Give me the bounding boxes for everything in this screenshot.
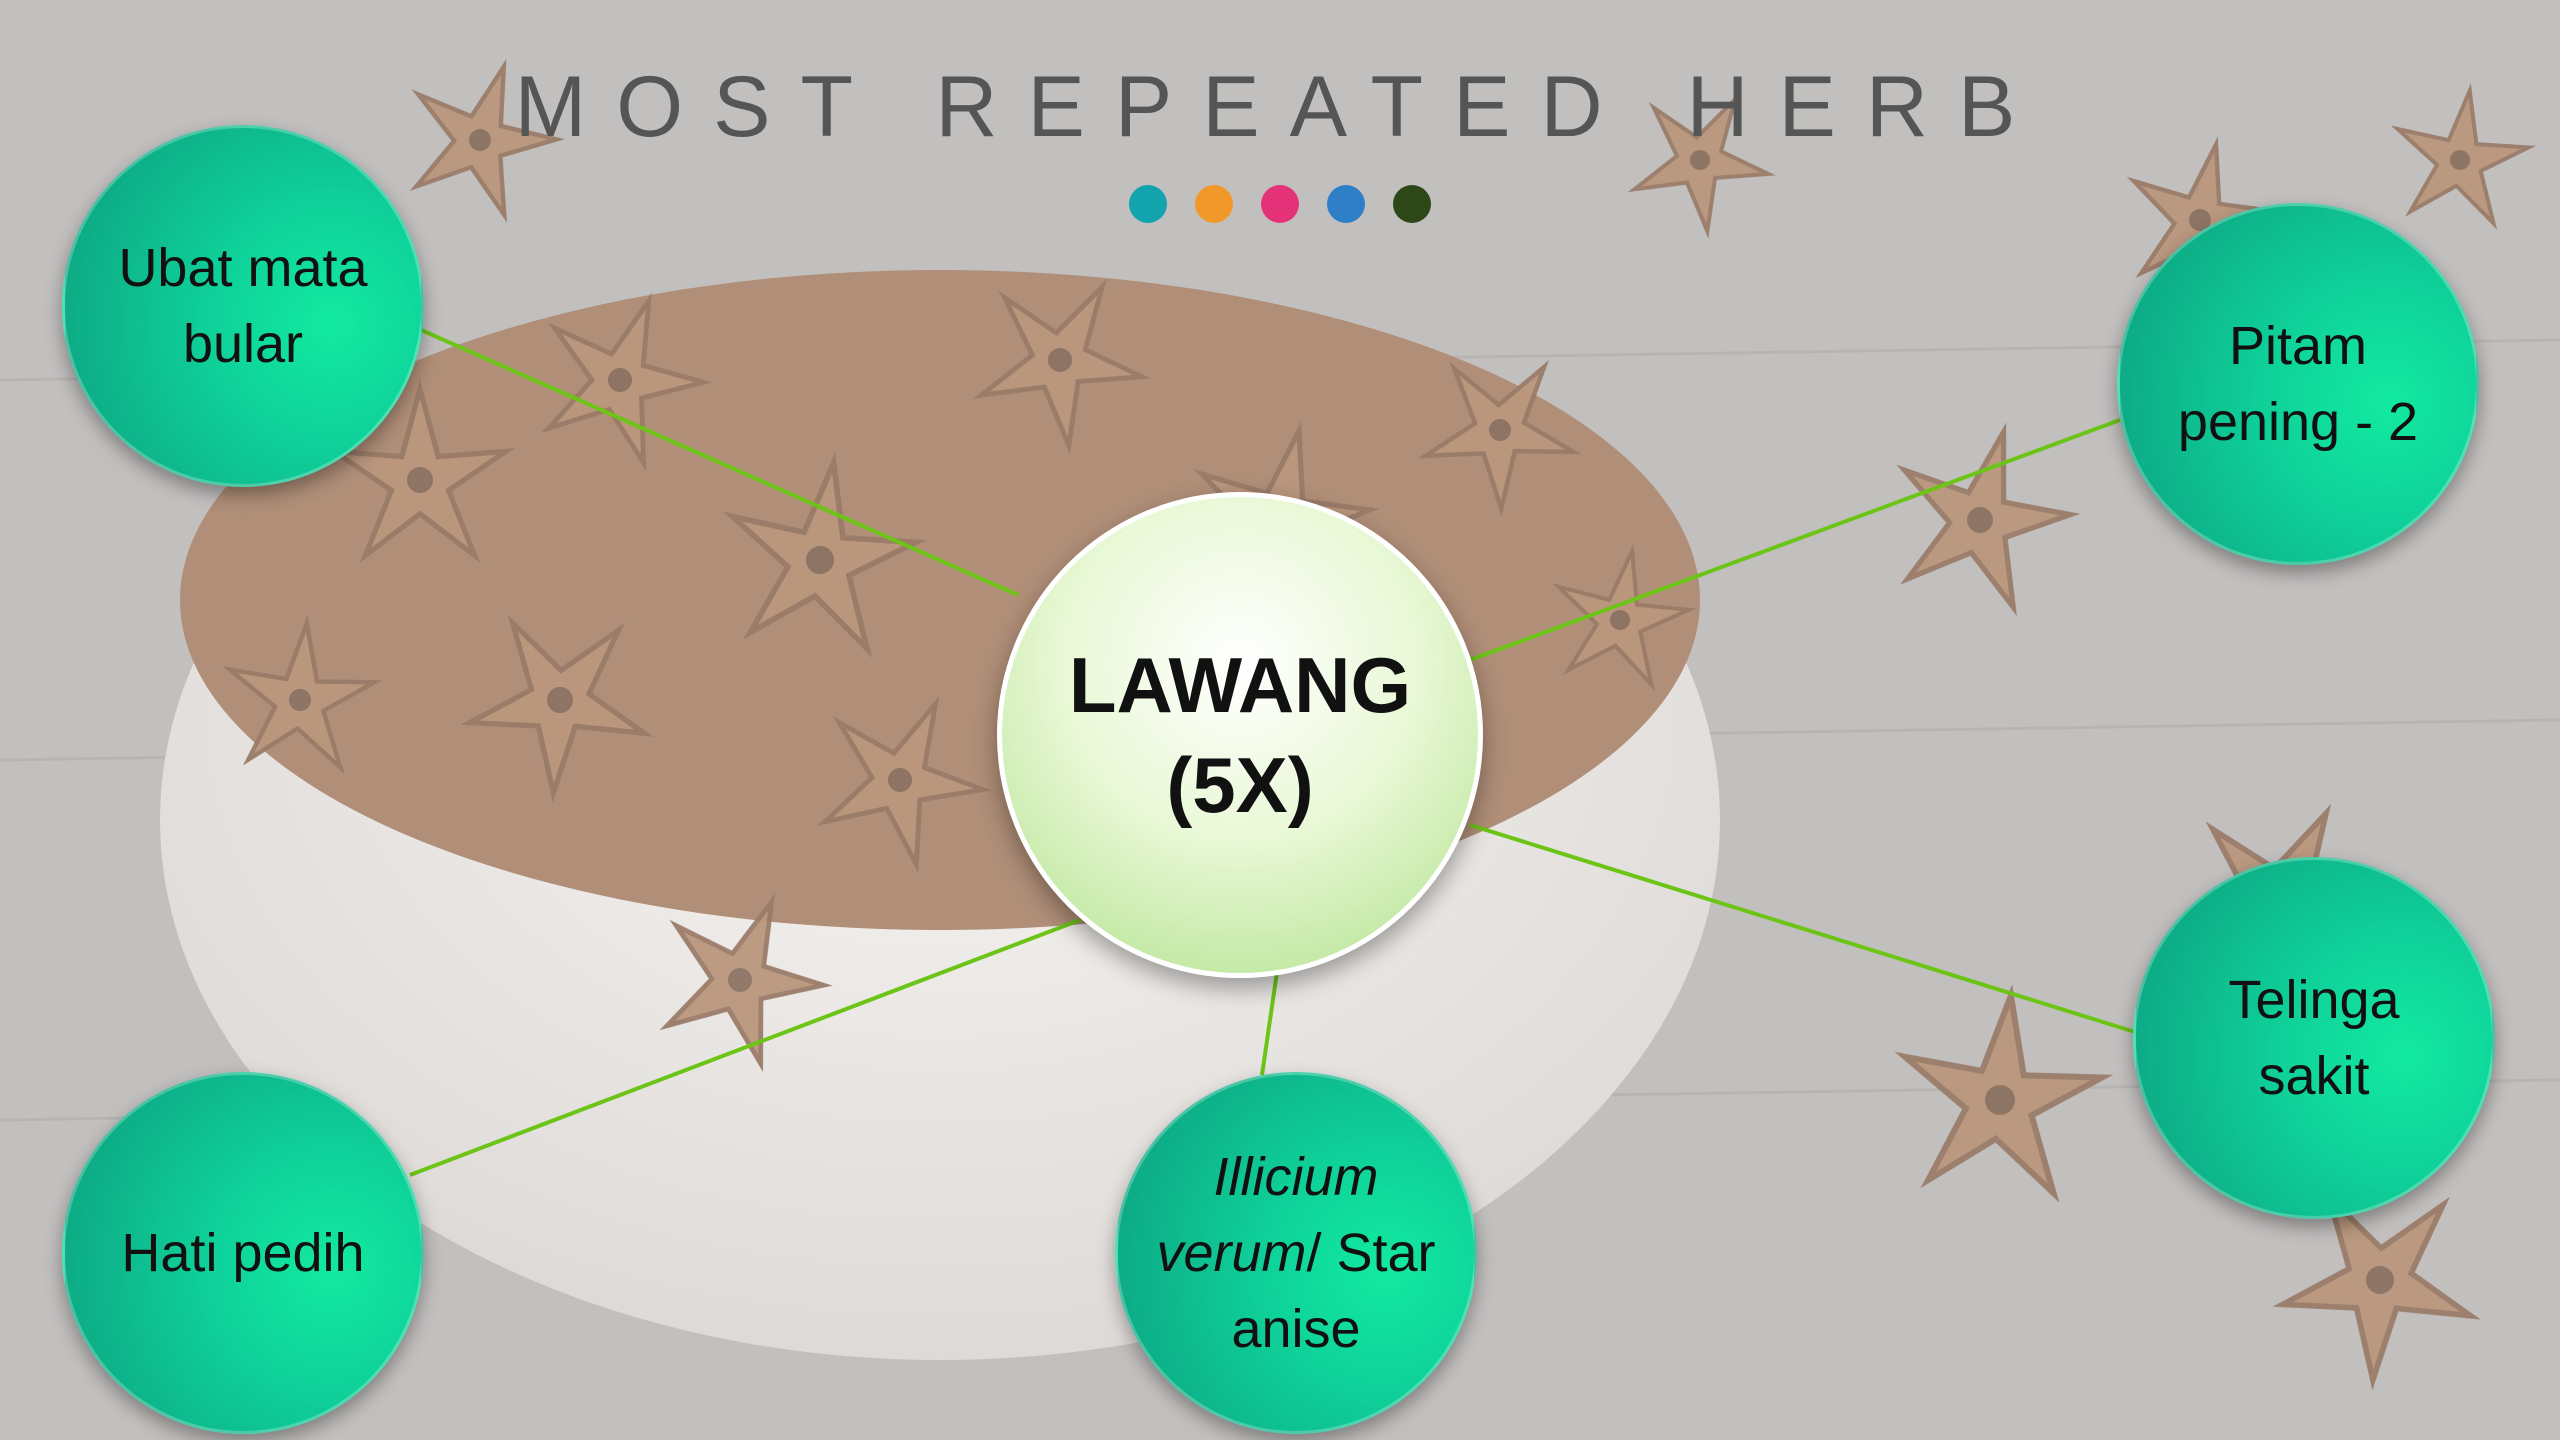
node-label: Hati pedih <box>121 1223 365 1283</box>
connector-ubat <box>409 323 1019 597</box>
center-count: (5X) <box>1166 741 1314 829</box>
node-pitam-pening: Pitam pening - 2 <box>2117 203 2479 565</box>
node-label: Illicium verum/ Star anise <box>1118 1139 1474 1367</box>
title-dot-4 <box>1327 185 1365 223</box>
title-dot-1 <box>1129 185 1167 223</box>
slide-title: MOST REPEATED HERB <box>514 59 2046 155</box>
node-label-italic: Illicium verum <box>1156 1147 1379 1283</box>
title-dot-row <box>1120 185 1440 225</box>
node-label: Pitam pening - 2 <box>2177 316 2419 452</box>
connector-illicium <box>1260 964 1280 1076</box>
connector-pitam <box>1469 418 2121 662</box>
node-telinga-sakit: Telinga sakit <box>2133 857 2495 1219</box>
center-node-lawang: LAWANG (5X) <box>997 492 1483 978</box>
node-illicium-verum: Illicium verum/ Star anise <box>1115 1072 1477 1434</box>
title-dot-3 <box>1261 185 1299 223</box>
connector-telinga <box>1469 823 2136 1034</box>
node-hati-pedih: Hati pedih <box>62 1072 424 1434</box>
node-label: Telinga sakit <box>2228 970 2400 1106</box>
node-label-rest: / Star anise <box>1231 1223 1436 1359</box>
title-dot-5 <box>1393 185 1431 223</box>
center-title: LAWANG <box>1068 641 1412 729</box>
node-label: Ubat mata bular <box>118 238 368 374</box>
node-ubat-mata-bular: Ubat mata bular <box>62 125 424 487</box>
connector-hati <box>409 918 1081 1177</box>
title-dot-2 <box>1195 185 1233 223</box>
